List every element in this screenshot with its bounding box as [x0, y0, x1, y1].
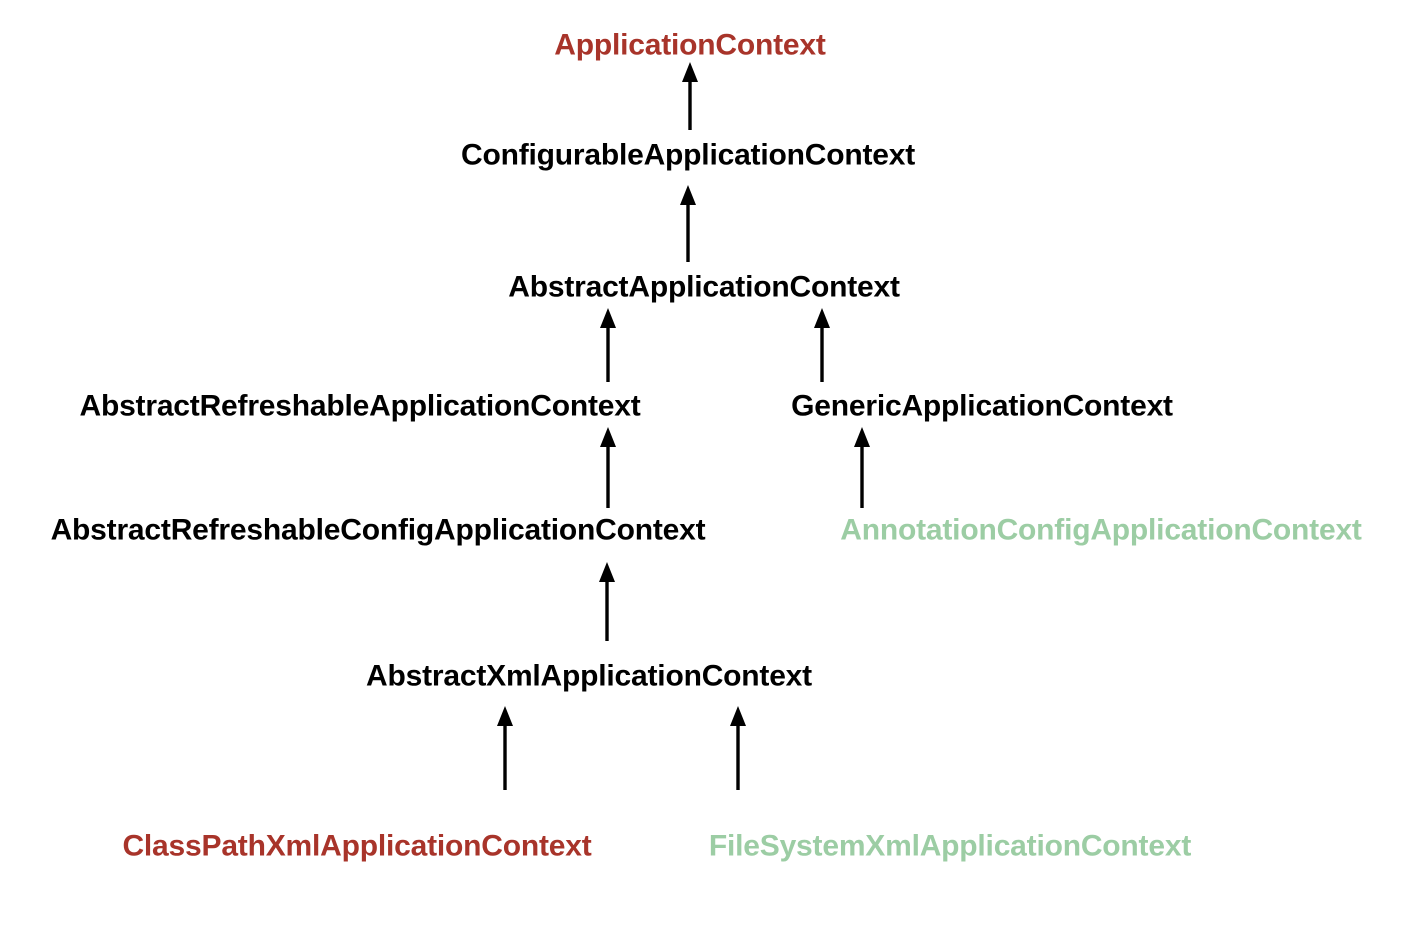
class-node-application-context: ApplicationContext: [554, 28, 826, 62]
class-node-class-path-xml-application-context: ClassPathXmlApplicationContext: [122, 829, 592, 863]
inheritance-arrow: [848, 427, 876, 508]
inheritance-arrow: [594, 308, 622, 382]
inheritance-arrow: [594, 427, 622, 508]
inheritance-arrow: [491, 706, 519, 790]
inheritance-arrow: [676, 62, 704, 130]
class-node-configurable-application-context: ConfigurableApplicationContext: [461, 138, 915, 172]
inheritance-arrow: [593, 562, 621, 641]
class-node-abstract-xml-application-context: AbstractXmlApplicationContext: [366, 659, 812, 693]
class-node-annotation-config-application-context: AnnotationConfigApplicationContext: [840, 513, 1362, 547]
class-node-abstract-refreshable-config-application-context: AbstractRefreshableConfigApplicationCont…: [50, 513, 706, 547]
class-node-abstract-application-context: AbstractApplicationContext: [508, 270, 900, 304]
inheritance-arrow: [674, 185, 702, 262]
class-node-generic-application-context: GenericApplicationContext: [791, 389, 1173, 423]
inheritance-arrow: [724, 706, 752, 790]
inheritance-arrow: [808, 308, 836, 382]
class-node-file-system-xml-application-context: FileSystemXmlApplicationContext: [708, 829, 1192, 863]
class-node-abstract-refreshable-application-context: AbstractRefreshableApplicationContext: [79, 389, 641, 423]
